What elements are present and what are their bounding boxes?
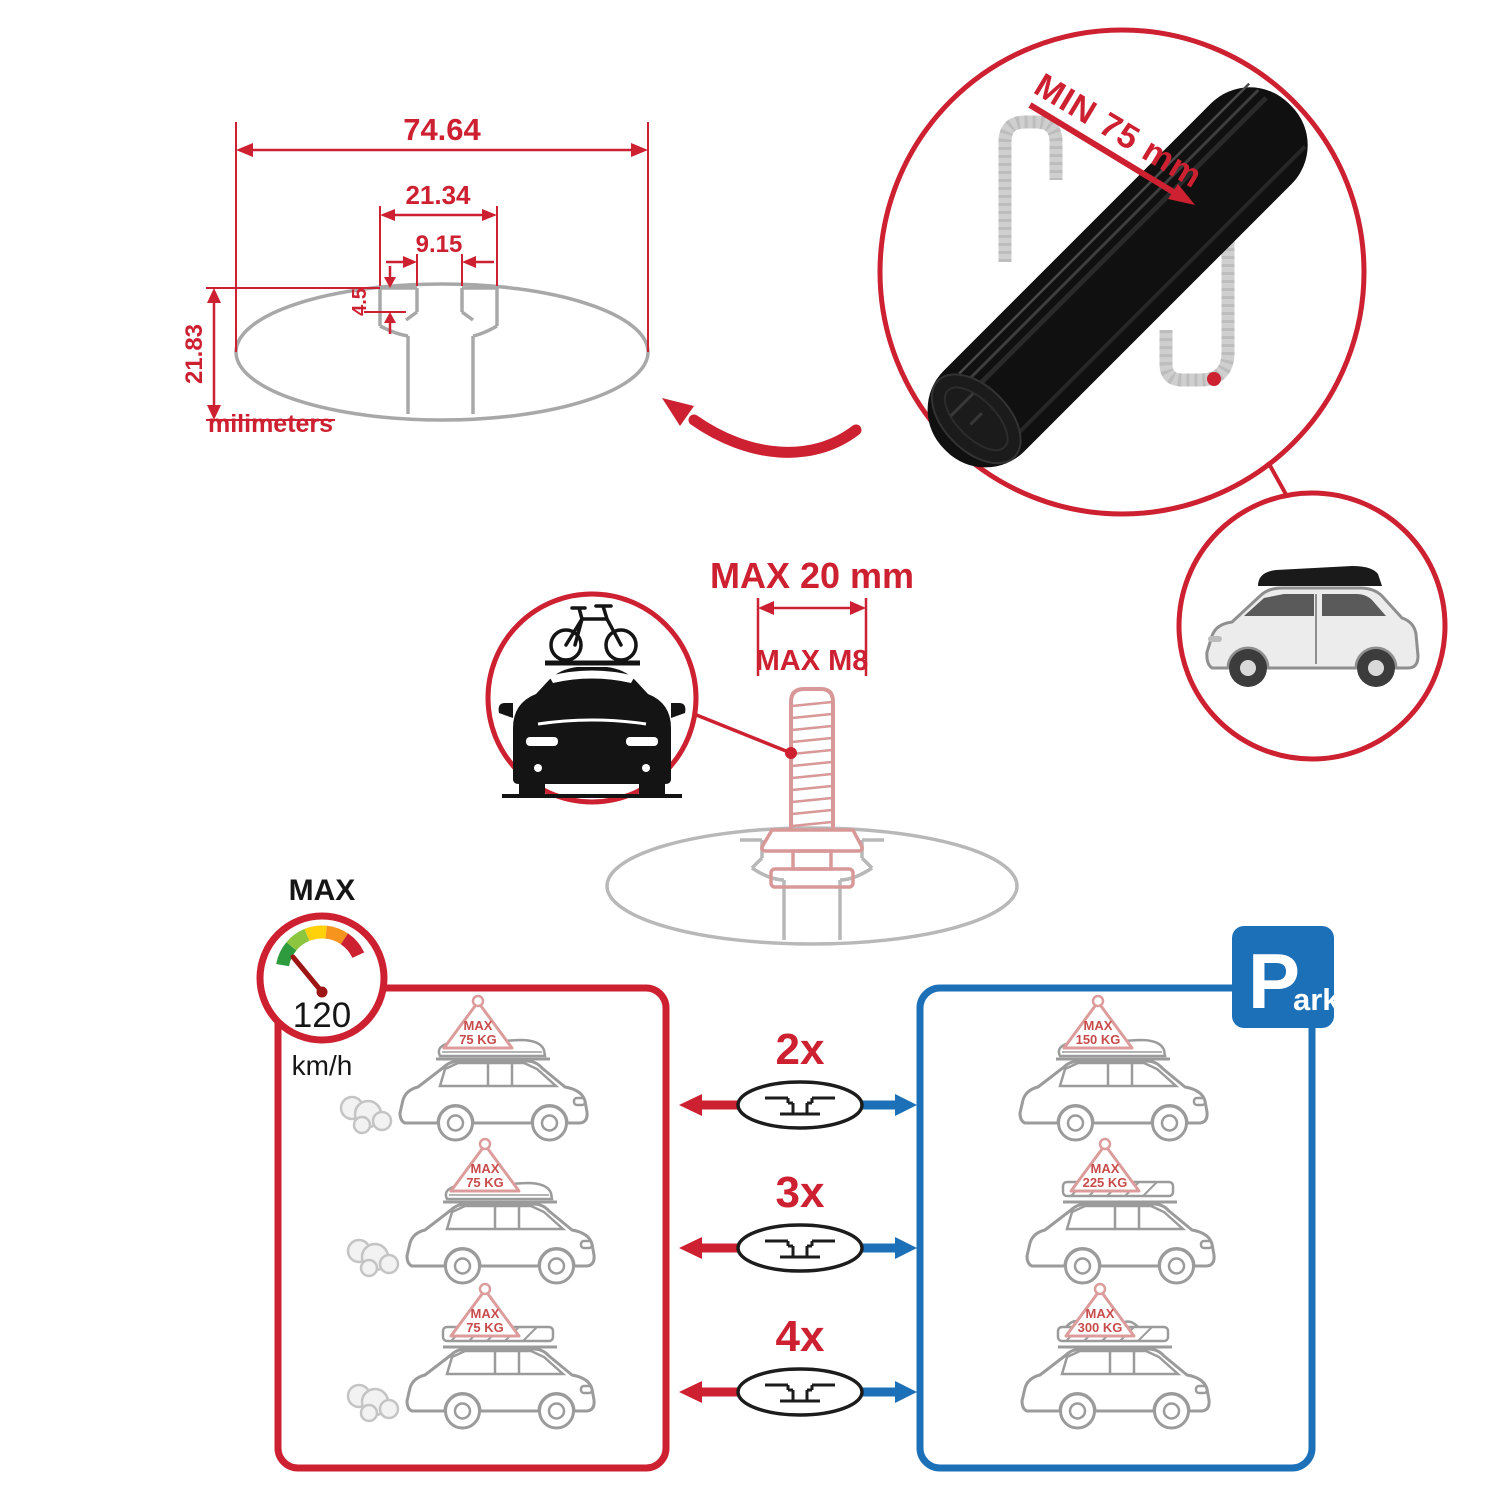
load-label: MAX (1084, 1018, 1113, 1033)
bar-count-label: 3x (776, 1168, 825, 1217)
dim-lip-depth-value: 4.5 (349, 288, 371, 316)
load-value: 75 KG (466, 1175, 504, 1190)
bike-on-roof-icon (545, 604, 640, 666)
gauge-needle (290, 954, 325, 995)
park-sign-p: P (1248, 937, 1300, 1025)
parked-load-tent-2: MAX 225 KG (1069, 1137, 1141, 1193)
load-value: 75 KG (466, 1320, 504, 1335)
units-label: milimeters (208, 410, 333, 438)
load-label: MAX (471, 1161, 500, 1176)
speed-value: 120 (293, 996, 351, 1035)
dim-slot-opening-value: 9.15 (416, 231, 463, 258)
bolt-pointer-dot (785, 747, 797, 759)
bolt-max-width-label: MAX 20 mm (710, 555, 914, 596)
bar-count-row-3: 4x (679, 1312, 917, 1415)
parked-load-tent-1: MAX 150 KG (1062, 994, 1134, 1050)
bar-count-label: 2x (776, 1025, 825, 1074)
dim-slot-outer-value: 21.34 (405, 180, 471, 210)
u-bolt-clamps (998, 115, 1235, 387)
dimension-total-height: 21.83 (181, 287, 380, 421)
park-sign-ark: ark (1293, 982, 1340, 1017)
load-label: MAX (464, 1018, 493, 1033)
bolt-detail: MAX 20 mm MAX M8 (605, 555, 1019, 946)
load-value: 300 KG (1078, 1320, 1123, 1335)
dimension-total-width: 74.64 (235, 112, 649, 352)
load-label: MAX (1086, 1306, 1115, 1321)
dimension-slot-opening: 9.15 (386, 231, 494, 286)
parked-load-tent-3: MAX 300 KG (1064, 1282, 1136, 1338)
speed-max-label: MAX (289, 874, 356, 907)
suv-roofbox-circle (1176, 490, 1448, 762)
gauge-arcs (276, 925, 365, 967)
dimension-lip-depth: 4.5 (349, 266, 406, 334)
driving-load-tent-1: MAX 75 KG (442, 994, 514, 1050)
car-front-icon (498, 667, 686, 798)
cross-section-diagram: 74.64 21.34 9.15 4.5 (181, 112, 862, 458)
bolt-thread-label: MAX M8 (756, 645, 869, 677)
bolt-pointer-line (693, 712, 787, 753)
t-bolt-illustration (760, 687, 864, 889)
bar-count-label: 4x (776, 1312, 825, 1361)
crossbar-profile-outline (234, 282, 650, 422)
gauge-pivot (316, 986, 328, 998)
load-label: MAX (1091, 1161, 1120, 1176)
speed-limit-gauge: MAX 120 km/h (256, 874, 388, 1081)
bar-detail-circle: MIN 75 mm (877, 27, 1367, 517)
driving-load-tent-3: MAX 75 KG (449, 1282, 521, 1338)
bar-count-row-1: 2x (679, 1025, 917, 1128)
park-sign: P ark (1232, 926, 1340, 1028)
dim-total-width-value: 74.64 (403, 112, 481, 147)
fixing-point-dot (1207, 372, 1221, 386)
driving-load-tent-2: MAX 75 KG (449, 1137, 521, 1193)
load-value: 75 KG (459, 1032, 497, 1047)
bar-count-row-2: 3x (679, 1168, 917, 1271)
load-value: 225 KG (1083, 1175, 1128, 1190)
dimension-slot-outer: 21.34 (379, 180, 498, 286)
dim-total-height-value: 21.83 (181, 324, 208, 384)
load-value: 150 KG (1076, 1032, 1121, 1047)
black-crossbar-render (927, 82, 1308, 468)
bike-car-circle (485, 591, 699, 805)
pointer-arrow (662, 398, 862, 458)
speed-unit: km/h (292, 1050, 353, 1081)
suv-with-roofbox-illustration (1205, 566, 1420, 687)
bolt-dimension-lines (756, 598, 868, 676)
load-label: MAX (471, 1306, 500, 1321)
